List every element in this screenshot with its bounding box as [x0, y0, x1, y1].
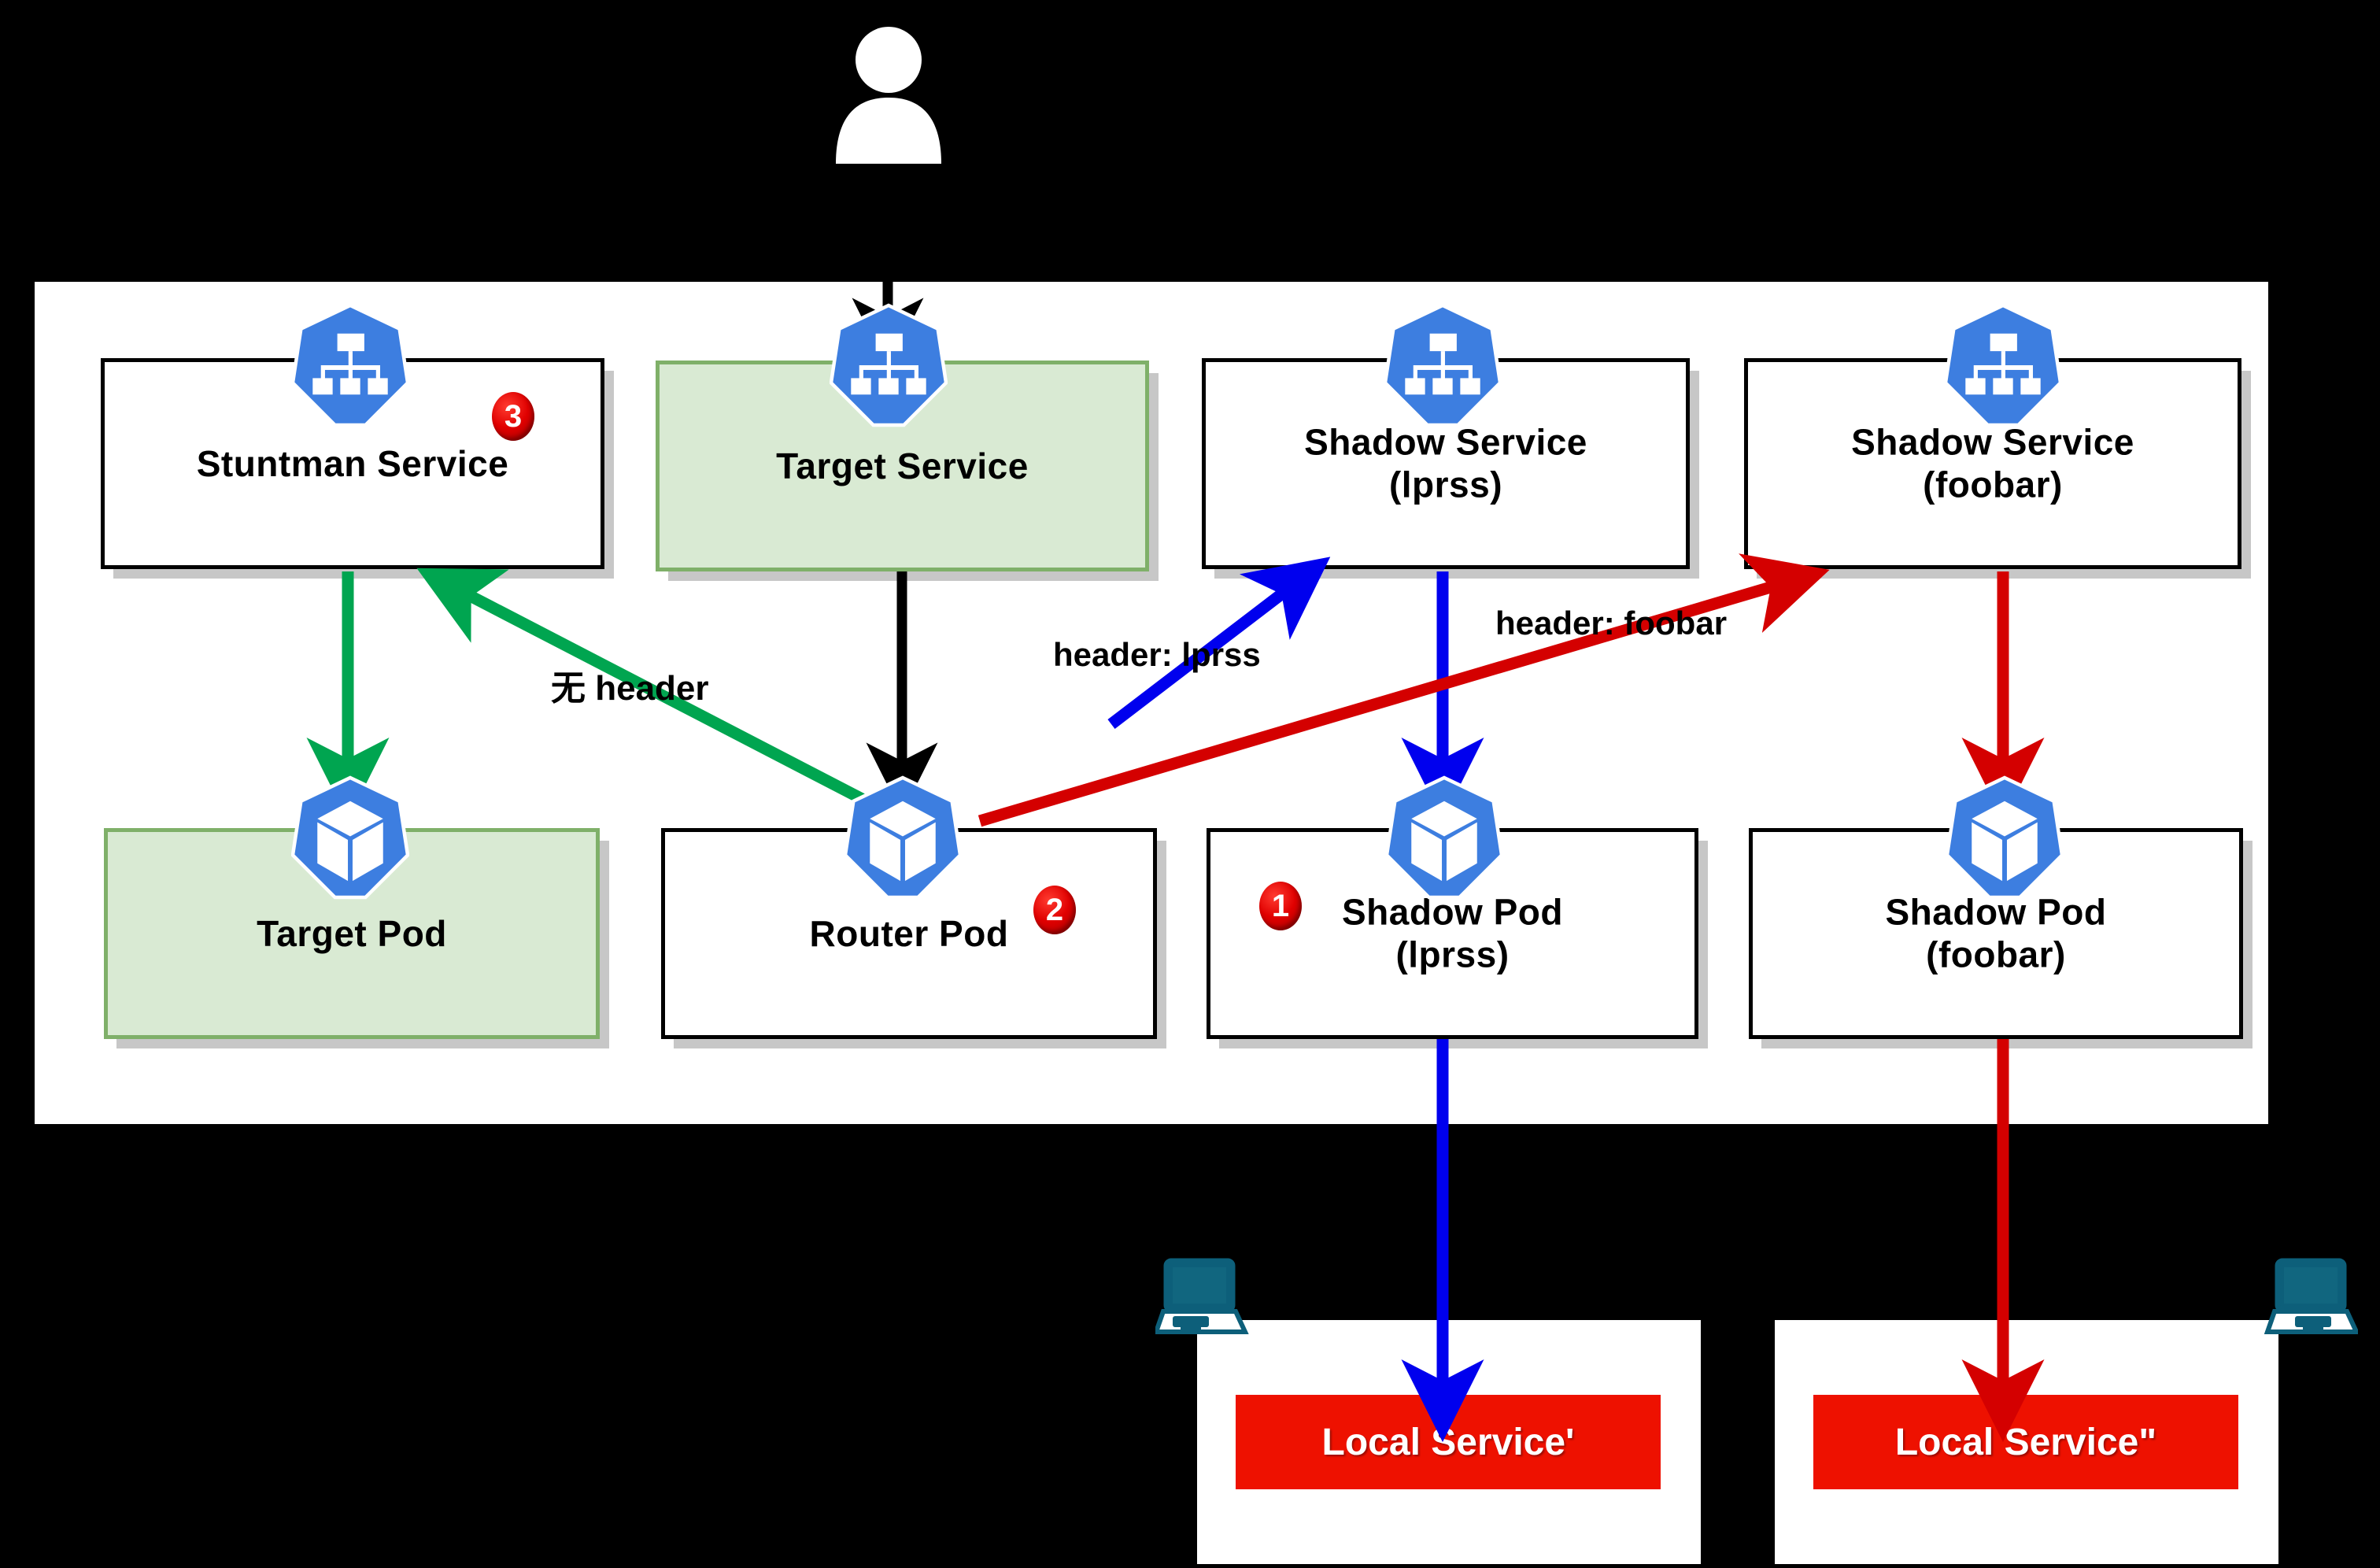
node-stuntman-service-label: Stuntman Service: [105, 442, 601, 485]
node-title: Stuntman Service: [196, 442, 509, 484]
node-subtitle: (lprss): [1388, 464, 1503, 505]
node-subtitle: (foobar): [1923, 464, 2063, 505]
kubernetes-pod-icon: [1946, 775, 2064, 900]
node-target-service-label: Target Service: [660, 445, 1145, 487]
node-title: Router Pod: [809, 912, 1009, 954]
step-badge-2: 2: [1033, 886, 1076, 934]
local-service-prime-label: Local Service': [1321, 1421, 1575, 1463]
kubernetes-service-icon: [291, 303, 409, 427]
kubernetes-pod-icon: [844, 775, 962, 900]
node-router-pod-label: Router Pod: [665, 912, 1153, 955]
edge-label-header-lprss: header: lprss: [1053, 636, 1261, 673]
local-service-double-prime-chip[interactable]: Local Service": [1813, 1395, 2238, 1489]
kubernetes-pod-icon: [1385, 775, 1503, 900]
local-service-double-prime-label: Local Service": [1894, 1421, 2157, 1463]
person-icon: [820, 22, 958, 164]
edge-label-no-header: 无 header: [551, 669, 709, 708]
kubernetes-pod-icon: [291, 775, 409, 900]
kubernetes-service-icon: [830, 303, 948, 427]
node-shadow-service-foobar-label: Shadow Service (foobar): [1748, 421, 2238, 507]
laptop-icon: [2249, 1258, 2358, 1344]
node-shadow-service-lprss-label: Shadow Service (lprss): [1206, 421, 1686, 507]
node-shadow-pod-foobar[interactable]: Shadow Pod (foobar): [1749, 828, 2243, 1039]
node-title: Target Pod: [257, 912, 447, 954]
kubernetes-service-icon: [1944, 303, 2062, 427]
node-subtitle: (lprss): [1395, 934, 1510, 975]
kubernetes-service-icon: [1384, 303, 1502, 427]
node-shadow-pod-foobar-label: Shadow Pod (foobar): [1753, 891, 2239, 977]
node-title: Target Service: [776, 445, 1029, 486]
node-title: Shadow Service: [1304, 421, 1587, 463]
step-badge-3: 3: [492, 392, 534, 441]
step-badge-1: 1: [1259, 882, 1302, 930]
node-subtitle: (foobar): [1926, 934, 2066, 975]
node-target-pod-label: Target Pod: [108, 912, 596, 955]
node-stuntman-service[interactable]: Stuntman Service: [101, 358, 604, 569]
edge-label-header-foobar: header: foobar: [1495, 605, 1728, 642]
laptop-icon: [1155, 1258, 1264, 1344]
node-title: Shadow Service: [1851, 421, 2134, 463]
local-service-prime-chip[interactable]: Local Service': [1236, 1395, 1661, 1489]
